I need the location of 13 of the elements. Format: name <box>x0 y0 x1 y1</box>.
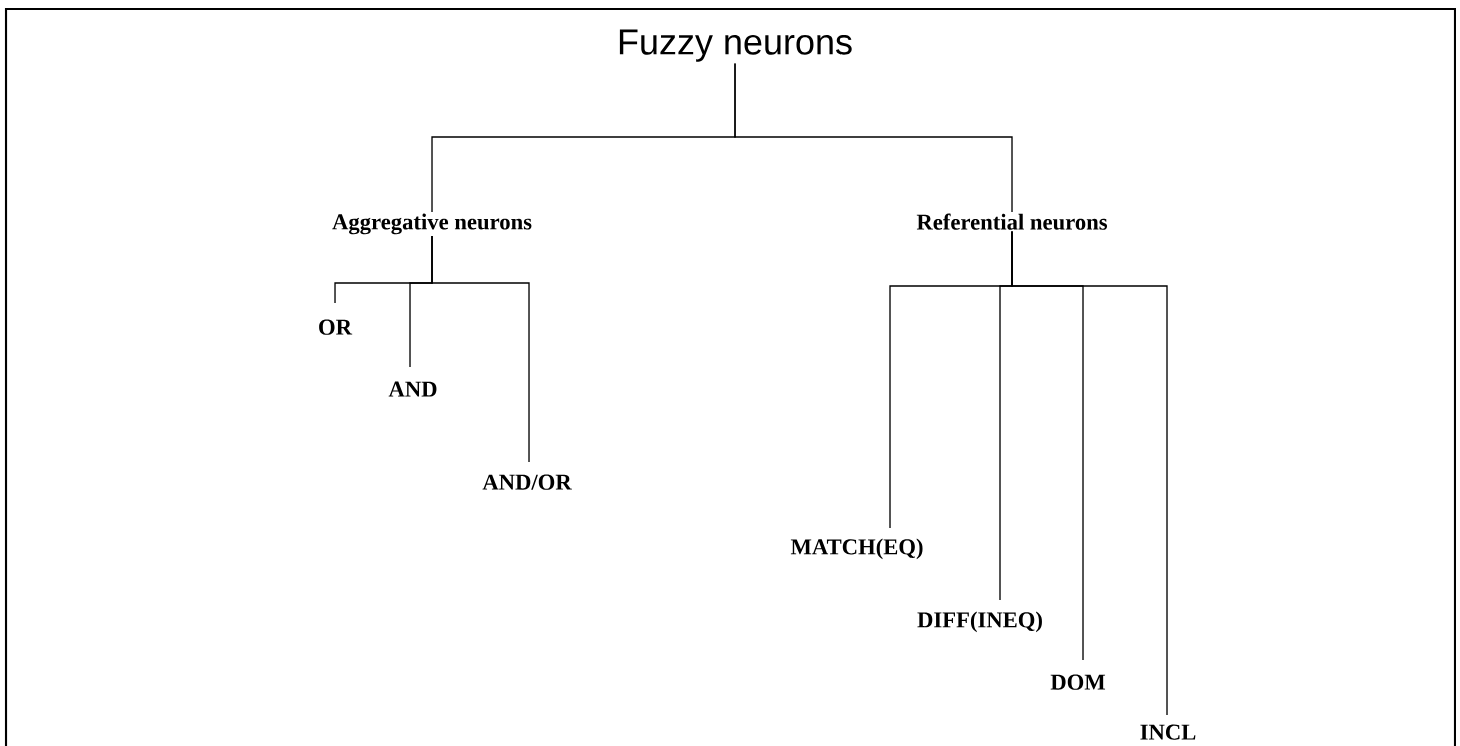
leaf-label: INCL <box>1140 724 1196 740</box>
leaf-label: AND/OR <box>482 474 572 490</box>
title-text: Fuzzy neurons <box>619 29 852 62</box>
leaf-label: OR <box>319 319 353 335</box>
tree-connector <box>1011 230 1168 716</box>
leaf-label: AND <box>388 381 437 397</box>
leaf-label: DOM <box>1050 674 1106 690</box>
tree-connector <box>734 62 1013 213</box>
leaf-label: MATCH(EQ) <box>790 538 923 560</box>
category-label: Referential neurons <box>916 213 1108 230</box>
tree-connector <box>431 235 530 463</box>
category-label: Aggregative neurons <box>332 213 532 235</box>
leaf-label: DIFF(INEQ) <box>917 611 1042 633</box>
